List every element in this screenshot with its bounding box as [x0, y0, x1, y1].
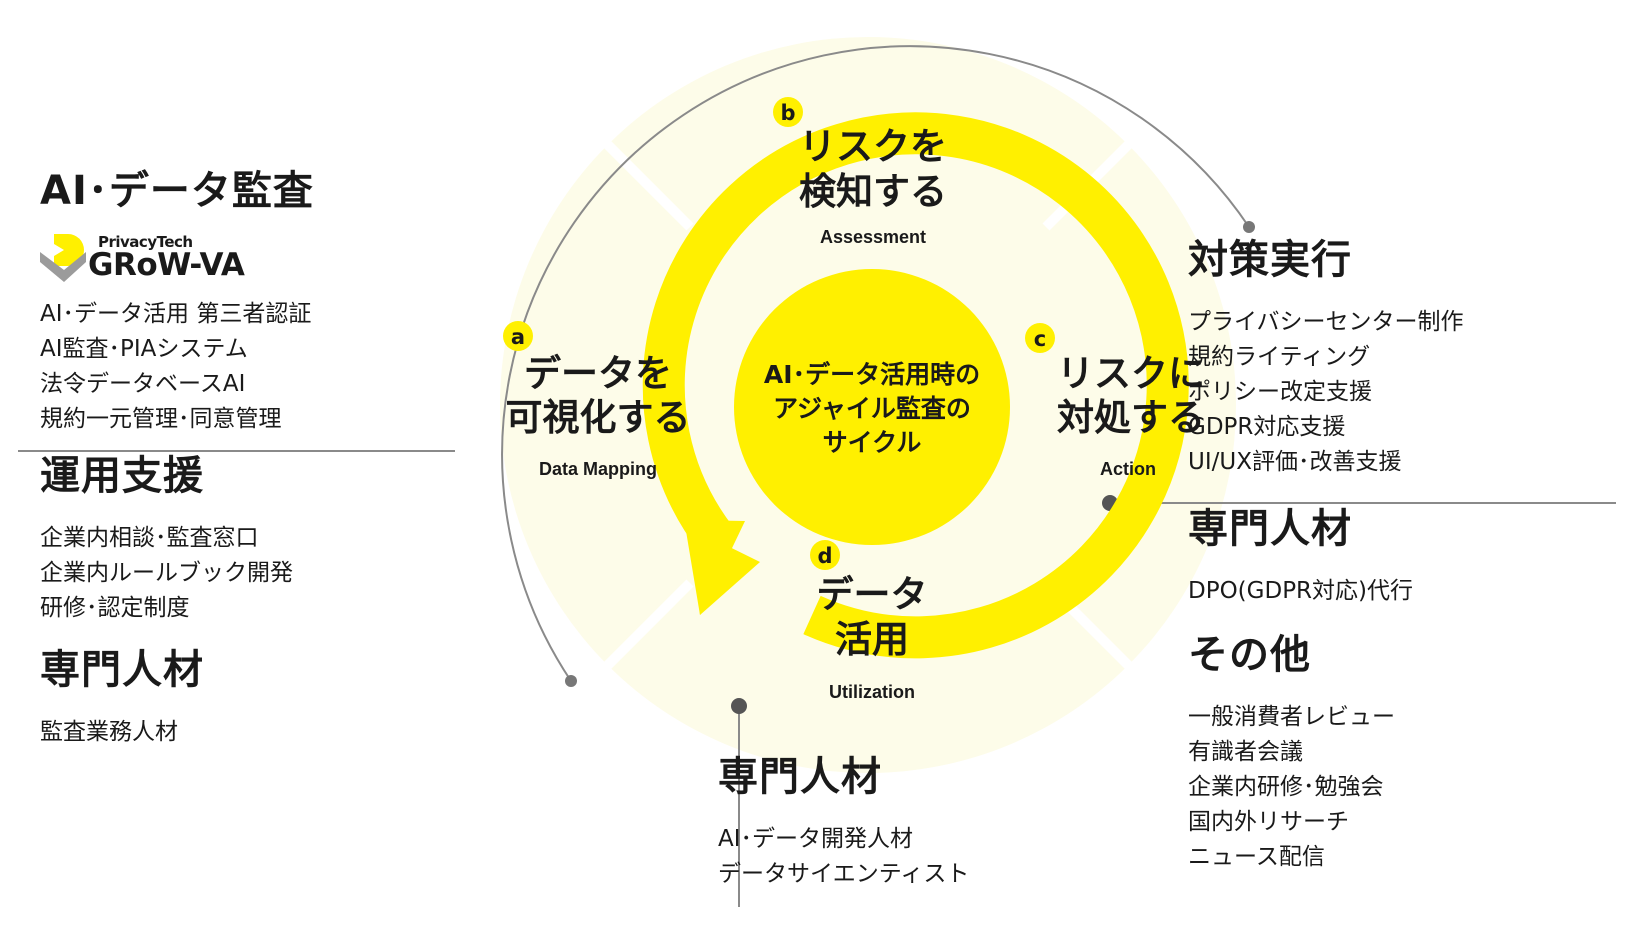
operation-item-list: 企業内相談･監査窓口 企業内ルールブック開発 研修･認定制度: [40, 521, 293, 626]
list-item: 法令データベースAI: [40, 371, 246, 397]
step-badge-c: c: [1025, 323, 1055, 353]
list-item: 一般消費者レビュー: [1188, 704, 1395, 730]
dot-arc-bottom: [565, 675, 577, 687]
section-title-ai-data-audit: AI･データ監査: [40, 168, 314, 214]
list-item: DPO(GDPR対応)代行: [1188, 578, 1414, 604]
list-item: ニュース配信: [1188, 844, 1325, 870]
list-item: データサイエンティスト: [718, 861, 970, 887]
list-item: 国内外リサーチ: [1188, 809, 1349, 835]
center-line-3: サイクル: [823, 428, 922, 457]
cycle-ring: [642, 112, 1189, 659]
measures-item-list: プライバシーセンター制作 規約ライティング ポリシー改定支援 GDPR対応支援 …: [1188, 305, 1464, 480]
dot-arc-top: [1243, 221, 1255, 233]
section-title-measures: 対策実行: [1188, 237, 1352, 283]
talent-bottom-item-list: AI･データ開発人材 データサイエンティスト: [718, 822, 969, 892]
list-item: UI/UX評価･改善支援: [1188, 449, 1402, 475]
list-item: 企業内研修･勉強会: [1188, 774, 1384, 800]
step-letter-c: c: [1034, 327, 1046, 351]
step-a-en: Data Mapping: [539, 459, 657, 479]
step-letter-b: b: [780, 101, 795, 125]
step-c-en: Action: [1100, 459, 1156, 479]
step-d-en: Utilization: [829, 682, 915, 702]
list-item: ポリシー改定支援: [1188, 379, 1372, 405]
step-a-title-1: データを: [524, 352, 672, 395]
step-badge-d: d: [810, 540, 840, 570]
step-b-title-2: 検知する: [799, 170, 947, 213]
step-letter-a: a: [511, 325, 525, 349]
section-title-talent-right: 専門人材: [1188, 506, 1352, 552]
step-b-en: Assessment: [820, 227, 926, 247]
logo-top-text: PrivacyTech: [98, 233, 193, 251]
list-item: 研修･認定制度: [40, 595, 190, 621]
grow-va-logo-icon: [40, 234, 86, 282]
grow-va-logo: PrivacyTech GRoW-VA: [40, 230, 245, 286]
talent-left-item-list: 監査業務人材: [40, 715, 178, 750]
list-item: 規約一元管理･同意管理: [40, 406, 282, 432]
list-item: 企業内ルールブック開発: [40, 560, 293, 586]
cycle-arrowhead-tip: [690, 520, 745, 615]
list-item: 規約ライティング: [1188, 344, 1371, 370]
list-item: AI･データ活用 第三者認証: [40, 301, 312, 327]
talent-right-item-list: DPO(GDPR対応)代行: [1188, 574, 1413, 609]
section-title-operation-support: 運用支援: [40, 453, 204, 499]
step-a-title-2: 可視化する: [506, 396, 691, 439]
section-title-talent-left: 専門人材: [40, 647, 204, 693]
logo-main-text: GRoW-VA: [88, 247, 245, 283]
center-label: AI･データ活用時の アジャイル監査の サイクル: [764, 360, 980, 457]
list-item: 監査業務人材: [40, 719, 178, 745]
list-item: AI･データ開発人材: [718, 826, 914, 852]
list-item: プライバシーセンター制作: [1188, 309, 1464, 335]
step-d-title-2: 活用: [835, 618, 909, 661]
list-item: GDPR対応支援: [1188, 414, 1346, 440]
step-badge-b: b: [773, 97, 803, 127]
center-disc: [734, 269, 1010, 545]
section-title-talent-bottom: 専門人材: [718, 754, 882, 800]
step-b-title-1: リスクを: [799, 125, 947, 168]
outer-arc-left: [501, 45, 1250, 682]
section-title-other: その他: [1188, 632, 1311, 678]
step-c-title-1: リスクに: [1057, 352, 1205, 395]
step-letter-d: d: [817, 544, 832, 568]
step-c-title-2: 対処する: [1057, 396, 1205, 439]
audit-item-list: AI･データ活用 第三者認証 AI監査･PIAシステム 法令データベースAI 規…: [40, 297, 311, 437]
other-item-list: 一般消費者レビュー 有識者会議 企業内研修･勉強会 国内外リサーチ ニュース配信: [1188, 700, 1395, 875]
step-d-title-1: データ: [817, 573, 928, 616]
dot-bottom: [731, 698, 747, 714]
list-item: 有識者会議: [1188, 739, 1303, 765]
step-badge-a: a: [503, 321, 533, 351]
list-item: AI監査･PIAシステム: [40, 336, 248, 362]
center-line-2: アジャイル監査の: [773, 394, 971, 423]
list-item: 企業内相談･監査窓口: [40, 525, 259, 551]
center-line-1: AI･データ活用時の: [764, 360, 980, 389]
